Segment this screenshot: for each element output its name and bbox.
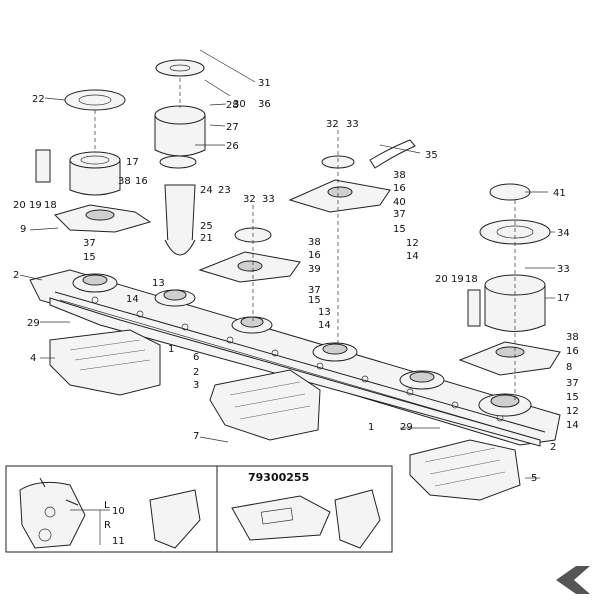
callout-29-right: 29 bbox=[400, 422, 413, 433]
right-housing bbox=[458, 183, 561, 400]
logo-letter: K bbox=[560, 585, 561, 587]
callout-16-mid: 16 bbox=[308, 250, 321, 261]
disc-hubs bbox=[72, 273, 532, 417]
inset-panels: L 10 R 11 79300255 bbox=[5, 465, 393, 553]
left-housing bbox=[35, 89, 152, 233]
callout-34: 34 bbox=[557, 228, 570, 239]
callout-20-right: 20 bbox=[435, 274, 448, 285]
callout-33-far: 33 bbox=[557, 264, 570, 275]
callout-36: 36 bbox=[258, 99, 271, 110]
callout-22: 22 bbox=[32, 94, 45, 105]
callout-14-far: 14 bbox=[566, 420, 579, 431]
callout-26: 26 bbox=[226, 141, 239, 152]
callout-19-right: 19 bbox=[451, 274, 464, 285]
callout-38-mid: 38 bbox=[308, 237, 321, 248]
callout-14-right: 14 bbox=[406, 251, 419, 262]
callout-32-mid: 32 bbox=[243, 194, 256, 205]
callout-15-left: 15 bbox=[83, 252, 96, 263]
callout-24: 24 bbox=[200, 185, 213, 196]
callout-2-mid: 2 bbox=[193, 367, 199, 378]
callout-35: 35 bbox=[425, 150, 438, 161]
callout-12-far: 12 bbox=[566, 406, 579, 417]
cutter-bar bbox=[29, 269, 561, 447]
callout-15-far: 15 bbox=[566, 392, 579, 403]
callout-11: 11 bbox=[112, 536, 125, 547]
callout-39: 39 bbox=[308, 264, 321, 275]
callout-17-right: 17 bbox=[557, 293, 570, 304]
callout-33-right: 33 bbox=[346, 119, 359, 130]
callout-28: 28 bbox=[226, 100, 239, 111]
callout-38-right: 38 bbox=[393, 170, 406, 181]
callout-6: 6 bbox=[193, 352, 199, 363]
inset-right-blade bbox=[231, 495, 331, 541]
brand-logo: K bbox=[556, 566, 590, 594]
callout-20-left: 20 bbox=[13, 200, 26, 211]
callout-13-mid: 13 bbox=[318, 307, 331, 318]
callout-27: 27 bbox=[226, 122, 239, 133]
inset-label-R: R bbox=[104, 520, 111, 531]
callout-19-left: 19 bbox=[29, 200, 42, 211]
callout-37-left: 37 bbox=[83, 238, 96, 249]
callout-16-right: 16 bbox=[393, 183, 406, 194]
callout-8: 8 bbox=[566, 362, 572, 373]
skid-shoes bbox=[49, 329, 521, 501]
callout-labels: 22 17 38 16 20 19 18 9 37 15 2 13 14 29 … bbox=[13, 78, 579, 484]
callout-18-right: 18 bbox=[465, 274, 478, 285]
callout-17-left: 17 bbox=[126, 157, 139, 168]
callout-21: 21 bbox=[200, 233, 213, 244]
callout-38-left: 38 bbox=[118, 176, 131, 187]
callout-18-left: 18 bbox=[44, 200, 57, 211]
callout-3: 3 bbox=[193, 380, 199, 391]
callout-23: 23 bbox=[218, 185, 231, 196]
callout-41: 41 bbox=[553, 188, 566, 199]
callout-37-right: 37 bbox=[393, 209, 406, 220]
leader-lines bbox=[19, 49, 555, 479]
callout-33-mid: 33 bbox=[262, 194, 275, 205]
callout-37-far: 37 bbox=[566, 378, 579, 389]
callout-31: 31 bbox=[258, 78, 271, 89]
callout-13-left: 13 bbox=[152, 278, 165, 289]
callout-14-left: 14 bbox=[126, 294, 139, 305]
callout-29-left: 29 bbox=[27, 318, 40, 329]
callout-16-left: 16 bbox=[135, 176, 148, 187]
callout-32-right: 32 bbox=[326, 119, 339, 130]
callout-1-left: 1 bbox=[168, 344, 174, 355]
right-centre-disc bbox=[288, 130, 416, 345]
callout-2-right: 2 bbox=[550, 442, 556, 453]
callout-1-right: 1 bbox=[368, 422, 374, 433]
inset-left-blade bbox=[19, 481, 86, 549]
callout-14-mid: 14 bbox=[318, 320, 331, 331]
callout-38-far: 38 bbox=[566, 332, 579, 343]
callout-5: 5 bbox=[531, 473, 537, 484]
callout-12-mid: 12 bbox=[406, 238, 419, 249]
callout-37-mid: 37 bbox=[308, 285, 321, 296]
callout-15-right: 15 bbox=[393, 224, 406, 235]
inset-right-hand bbox=[334, 489, 381, 549]
upper-drive bbox=[154, 59, 206, 256]
callout-25: 25 bbox=[200, 221, 213, 232]
callout-2-left: 2 bbox=[13, 270, 19, 281]
part-number-label: 79300255 bbox=[248, 471, 309, 484]
centre-disc bbox=[198, 205, 301, 322]
callout-10: 10 bbox=[112, 506, 125, 517]
callout-40: 40 bbox=[393, 197, 406, 208]
callout-4: 4 bbox=[30, 353, 36, 364]
inset-left-hand bbox=[149, 489, 201, 549]
inset-label-L: L bbox=[104, 500, 110, 511]
callout-7: 7 bbox=[193, 431, 199, 442]
callout-16-far: 16 bbox=[566, 346, 579, 357]
callout-30: 30 bbox=[233, 99, 246, 110]
callout-15-mid: 15 bbox=[308, 295, 321, 306]
callout-9: 9 bbox=[20, 224, 26, 235]
